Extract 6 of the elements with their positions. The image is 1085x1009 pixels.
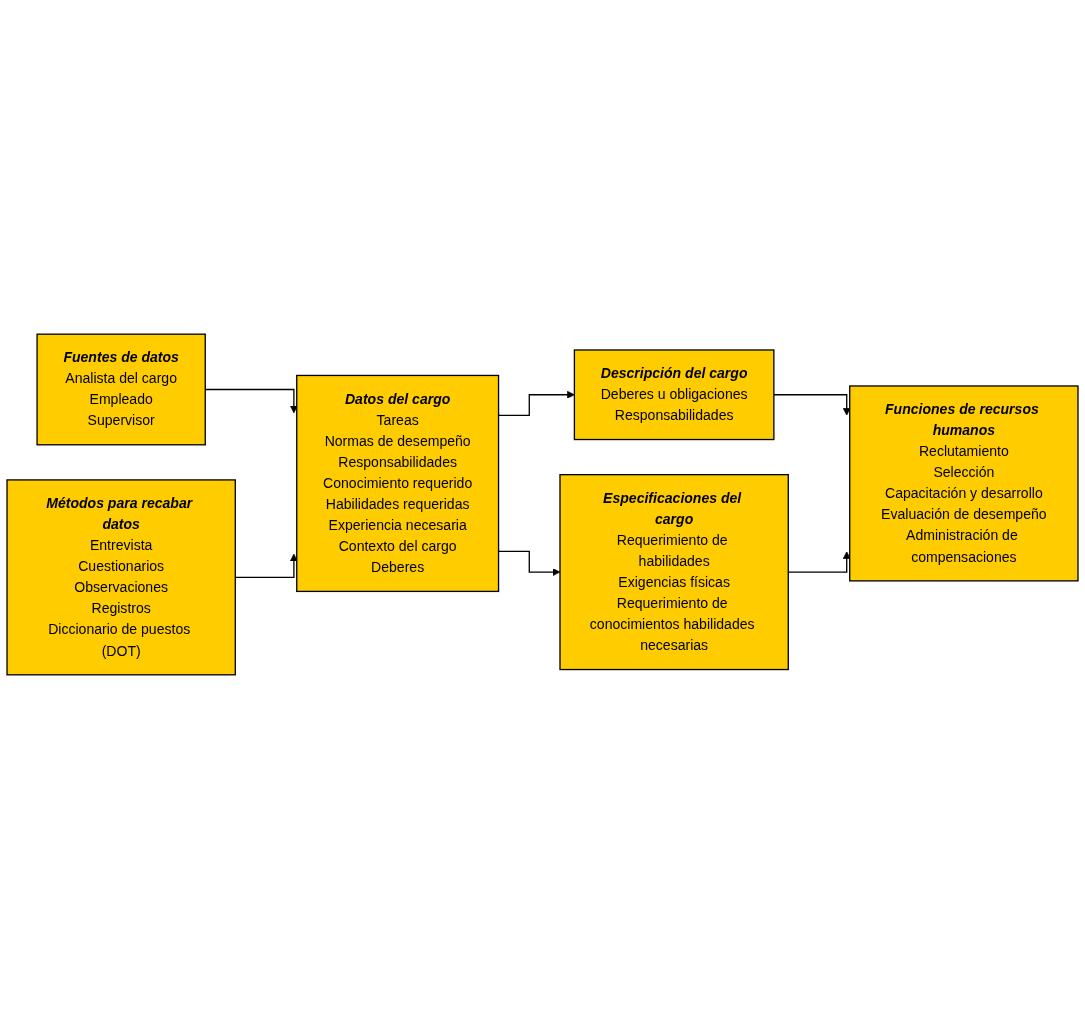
node-box: Funciones de recursos humanos Reclutamiento Selección Capacitación y desarrollo Evaluación de desempeño Administración de compensaciones xyxy=(849,385,1079,582)
node-box: Fuentes de datos Analista del cargo Empleado Supervisor xyxy=(36,333,206,446)
node-box: Especificaciones del cargo Requerimiento de habilidades Exigencias físicas Requerimiento de conocimientos habilidades necesarias xyxy=(559,474,789,671)
node-box: Descripción del cargo Deberes u obligaciones Responsabilidades xyxy=(573,349,775,441)
node-box: Métodos para recabar datos Entrevista Cuestionarios Observaciones Registros Diccionario de puestos (DOT) xyxy=(6,479,236,676)
node-box: Datos del cargo Tareas Normas de desempeño Responsabilidades Conocimiento requerido Habilidades requeridas Experiencia necesaria Contexto del cargo Deberes xyxy=(296,374,500,593)
